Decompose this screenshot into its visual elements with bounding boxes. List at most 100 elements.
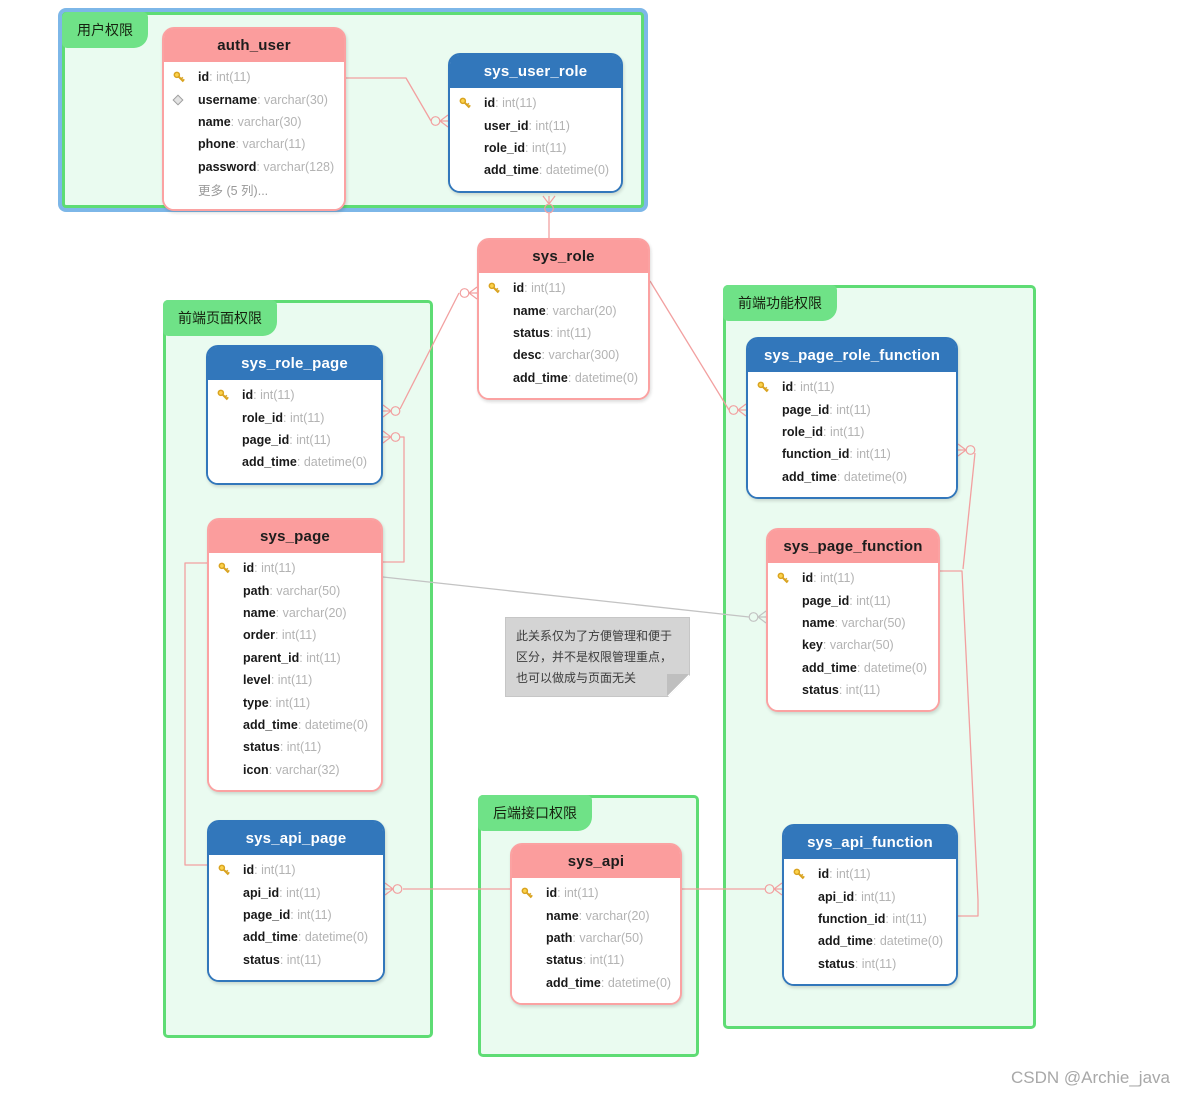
table-title-sys_user_role[interactable]: sys_user_role [450,55,621,88]
field-row-sys_page-order[interactable]: orderint(11) [209,624,381,646]
field-row-auth_user-phone[interactable]: phonevarchar(11) [164,133,344,155]
field-row-sys_role_page-page_id[interactable]: page_idint(11) [208,429,381,451]
relationship-line-1[interactable] [542,195,556,238]
field-row-sys_api-id[interactable]: idint(11) [512,882,680,904]
table-sys_page_function[interactable]: sys_page_function idint(11)page_idint(11)… [766,528,940,713]
relationship-line-0[interactable] [346,77,449,128]
field-row-sys_page_function-page_id[interactable]: page_idint(11) [768,589,938,611]
note[interactable]: 此关系仅为了方便管理和便于区分，并不是权限管理重点，也可以做成与页面无关 [505,617,690,697]
field-row-sys_page_role_function-role_id[interactable]: role_idint(11) [748,421,956,443]
field-row-sys_api-name[interactable]: namevarchar(20) [512,904,680,926]
field-row-sys_role_page-id[interactable]: idint(11) [208,384,381,406]
field-type: int(11) [254,561,296,575]
field-row-sys_api_function-status[interactable]: statusint(11) [784,953,956,975]
field-row-sys_api_function-api_id[interactable]: api_idint(11) [784,885,956,907]
field-row-sys_page-status[interactable]: statusint(11) [209,736,381,758]
table-sys_user_role[interactable]: sys_user_role idint(11)user_idint(11)role… [448,53,623,193]
field-name: status [513,325,550,340]
field-type: varchar(50) [823,638,894,652]
primary-key-icon [217,863,243,878]
table-title-sys_api_page[interactable]: sys_api_page [209,822,383,855]
field-row-sys_page-level[interactable]: levelint(11) [209,669,381,691]
field-row-sys_page_function-name[interactable]: namevarchar(50) [768,612,938,634]
field-row-sys_api_page-status[interactable]: statusint(11) [209,949,383,971]
table-sys_api_page[interactable]: sys_api_page idint(11)api_idint(11)page_i… [207,820,385,982]
field-row-sys_page-icon[interactable]: iconvarchar(32) [209,759,381,781]
table-sys_api[interactable]: sys_api idint(11)namevarchar(20)pathvarch… [510,843,682,1005]
table-title-sys_page[interactable]: sys_page [209,520,381,553]
table-title-sys_role_page[interactable]: sys_role_page [208,347,381,380]
table-title-sys_page_function[interactable]: sys_page_function [768,530,938,563]
field-row-sys_role-desc[interactable]: descvarchar(300) [479,344,648,366]
field-row-sys_user_role-id[interactable]: idint(11) [450,92,621,114]
field-row-auth_user-name[interactable]: namevarchar(30) [164,111,344,133]
relationship-line-5[interactable] [382,576,767,624]
field-row-sys_api_page-page_id[interactable]: page_idint(11) [209,904,383,926]
field-row-sys_page_function-status[interactable]: statusint(11) [768,679,938,701]
field-row-sys_page-parent_id[interactable]: parent_idint(11) [209,647,381,669]
field-row-sys_page_role_function-id[interactable]: idint(11) [748,376,956,398]
field-row-sys_api_page-api_id[interactable]: api_idint(11) [209,881,383,903]
table-title-sys_api_function[interactable]: sys_api_function [784,826,956,859]
relationship-line-8[interactable] [940,570,979,917]
field-row-sys_page-add_time[interactable]: add_timedatetime(0) [209,714,381,736]
relationship-line-9[interactable] [384,882,510,896]
table-sys_page[interactable]: sys_page idint(11)pathvarchar(50)namevarc… [207,518,383,792]
field-row-sys_role-name[interactable]: namevarchar(20) [479,299,648,321]
group-label-frontend-page-permission[interactable]: 前端页面权限 [163,300,277,336]
field-row-sys_page-id[interactable]: idint(11) [209,557,381,579]
field-row-sys_role-status[interactable]: statusint(11) [479,322,648,344]
relationship-line-6[interactable] [649,280,747,417]
field-row-sys_page_role_function-page_id[interactable]: page_idint(11) [748,398,956,420]
field-row-sys_page-path[interactable]: pathvarchar(50) [209,579,381,601]
field-row-sys_page_function-id[interactable]: idint(11) [768,567,938,589]
field-row-sys_api_function-id[interactable]: idint(11) [784,863,956,885]
field-type: int(11) [849,447,891,461]
field-row-sys_page_function-key[interactable]: keyvarchar(50) [768,634,938,656]
field-row-sys_page_function-add_time[interactable]: add_timedatetime(0) [768,657,938,679]
field-row-sys_page-type[interactable]: typeint(11) [209,691,381,713]
unique-index-icon [172,94,198,106]
group-label-user-permission[interactable]: 用户权限 [62,12,148,48]
field-row-sys_role_page-role_id[interactable]: role_idint(11) [208,406,381,428]
relationship-line-2[interactable] [382,286,478,418]
field-row-sys_role-add_time[interactable]: add_timedatetime(0) [479,367,648,389]
field-row-sys_api-add_time[interactable]: add_timedatetime(0) [512,972,680,994]
field-type: datetime(0) [568,371,638,385]
primary-key-icon [217,561,243,576]
table-title-sys_role[interactable]: sys_role [479,240,648,273]
table-sys_role[interactable]: sys_role idint(11)namevarchar(20)statusin… [477,238,650,400]
table-title-sys_page_role_function[interactable]: sys_page_role_function [748,339,956,372]
field-row-sys_api_function-add_time[interactable]: add_timedatetime(0) [784,930,956,952]
group-label-backend-api-permission[interactable]: 后端接口权限 [478,795,592,831]
group-label-frontend-function-permission[interactable]: 前端功能权限 [723,285,837,321]
table-sys_role_page[interactable]: sys_role_page idint(11)role_idint(11)page… [206,345,383,485]
field-row-sys_page-name[interactable]: namevarchar(20) [209,602,381,624]
field-row-sys_user_role-add_time[interactable]: add_timedatetime(0) [450,159,621,181]
field-row-sys_api-status[interactable]: statusint(11) [512,949,680,971]
table-title-sys_api[interactable]: sys_api [512,845,680,878]
field-row-sys_role-id[interactable]: idint(11) [479,277,648,299]
relationship-line-7[interactable] [957,443,976,570]
field-row-auth_user-password[interactable]: passwordvarchar(128) [164,156,344,178]
field-row-sys_api_function-function_id[interactable]: function_idint(11) [784,908,956,930]
field-row-sys_user_role-role_id[interactable]: role_idint(11) [450,137,621,159]
field-row-sys_api_page-id[interactable]: idint(11) [209,859,383,881]
relationship-line-3[interactable] [382,430,405,563]
field-row-sys_api_page-add_time[interactable]: add_timedatetime(0) [209,926,383,948]
field-row-sys_page_role_function-function_id[interactable]: function_idint(11) [748,443,956,465]
field-row-sys_user_role-user_id[interactable]: user_idint(11) [450,114,621,136]
table-sys_api_function[interactable]: sys_api_function idint(11)api_idint(11)fu… [782,824,958,986]
table-sys_page_role_function[interactable]: sys_page_role_function idint(11)page_idin… [746,337,958,499]
relationship-line-4[interactable] [184,562,207,866]
field-row-auth_user-username[interactable]: usernamevarchar(30) [164,88,344,110]
field-row-auth_user-more[interactable]: 更多 (5 列)... [164,178,344,200]
field-row-sys_page_role_function-add_time[interactable]: add_timedatetime(0) [748,466,956,488]
table-title-auth_user[interactable]: auth_user [164,29,344,62]
field-row-sys_role_page-add_time[interactable]: add_timedatetime(0) [208,451,381,473]
table-auth_user[interactable]: auth_user idint(11)usernamevarchar(30)nam… [162,27,346,212]
field-row-sys_api-path[interactable]: pathvarchar(50) [512,927,680,949]
field-row-auth_user-id[interactable]: idint(11) [164,66,344,88]
relationship-line-10[interactable] [682,882,783,896]
field-type: int(11) [495,96,537,110]
